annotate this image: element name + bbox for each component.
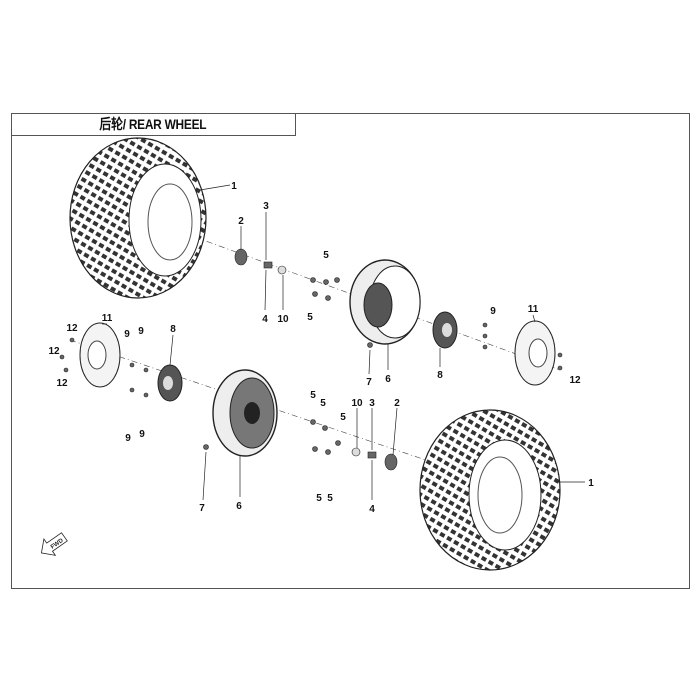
callout-4-upper: 4: [262, 314, 268, 325]
callout-5: 5: [323, 250, 329, 261]
callout-1-lower: 1: [588, 478, 594, 489]
drawing-frame: [11, 113, 690, 589]
hub-nut-lower: [384, 453, 398, 471]
callout-9: 9: [138, 326, 144, 337]
callout-6-lower: 6: [236, 501, 242, 512]
callout-12: 12: [569, 375, 581, 386]
callout-11-left: 11: [102, 313, 113, 324]
callout-11-right: 11: [528, 304, 539, 315]
callout-3-lower: 3: [369, 398, 375, 409]
washer-lower: [351, 447, 361, 457]
hub-lower: [157, 364, 183, 402]
callout-9: 9: [490, 306, 496, 317]
callout-8-lower: 8: [170, 324, 176, 335]
callout-5: 5: [310, 390, 316, 401]
callout-5: 5: [316, 493, 322, 504]
callout-6-upper: 6: [385, 374, 391, 385]
callout-10-lower: 10: [351, 398, 363, 409]
callout-7-upper: 7: [366, 377, 372, 388]
cotter-upper: [263, 261, 273, 269]
callout-3-upper: 3: [263, 201, 269, 212]
callout-5: 5: [307, 312, 313, 323]
brake-disc-right: [514, 320, 556, 386]
rim-upper: [349, 259, 421, 345]
callout-1-upper: 1: [231, 181, 237, 192]
upper-axis-line: [169, 227, 561, 371]
cotter-lower: [367, 451, 377, 459]
diagram-title: 后轮/ REAR WHEEL: [99, 116, 207, 132]
hub-nut-upper: [234, 248, 248, 266]
callout-5: 5: [327, 493, 333, 504]
forward-direction-arrow: FWD: [40, 532, 68, 556]
callout-9: 9: [124, 329, 130, 340]
callout-12: 12: [66, 323, 78, 334]
tire-lower: [419, 409, 561, 571]
callout-5: 5: [340, 412, 346, 423]
callout-4-lower: 4: [369, 504, 375, 515]
callout-12: 12: [48, 346, 60, 357]
washer-upper: [277, 265, 287, 275]
title-block: 后轮/ REAR WHEEL: [11, 113, 296, 136]
callout-labels: 1 1 2 2 3 3 4 4 10 10 5 5 5 5 5 5 5 7 7 …: [48, 181, 594, 515]
callout-2-upper: 2: [238, 216, 244, 227]
callout-9: 9: [139, 429, 145, 440]
rim-lower: [212, 369, 278, 457]
callout-5: 5: [320, 398, 326, 409]
callout-8-upper: 8: [437, 370, 443, 381]
small-parts: [59, 248, 563, 471]
brake-disc-left: [79, 322, 121, 388]
leader-lines: [102, 184, 585, 501]
callout-2-lower: 2: [394, 398, 400, 409]
callout-7-lower: 7: [199, 503, 205, 514]
callout-9: 9: [125, 433, 131, 444]
callout-10-upper: 10: [277, 314, 289, 325]
tire-upper: [69, 137, 207, 299]
callout-12: 12: [56, 378, 68, 389]
hub-upper: [432, 311, 458, 349]
